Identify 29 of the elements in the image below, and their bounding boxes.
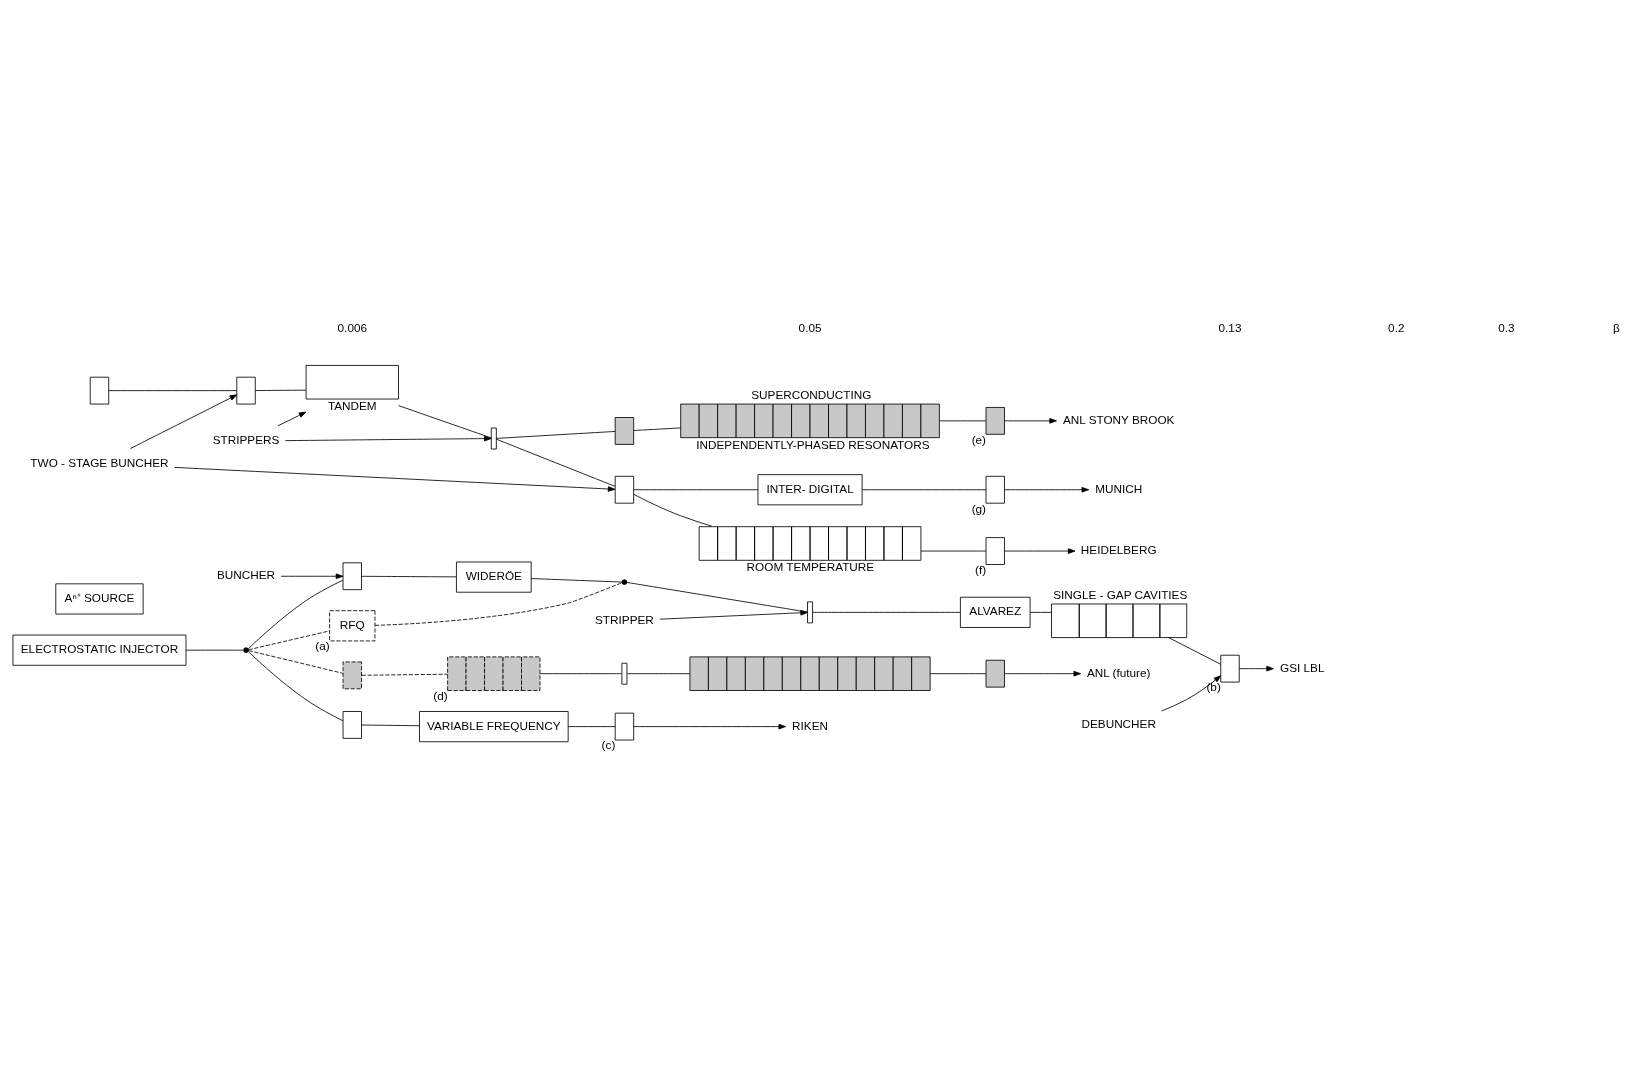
node-text: ANL (future) bbox=[1086, 665, 1151, 679]
label: 0.006 bbox=[337, 320, 367, 334]
node-text: ANL STONY BROOK bbox=[1062, 412, 1175, 426]
label: 0.3 bbox=[1498, 320, 1515, 334]
label: 0.2 bbox=[1388, 320, 1405, 334]
node-text: RIKEN bbox=[792, 718, 828, 732]
node-text: STRIPPER bbox=[595, 612, 654, 626]
node-label: (b) bbox=[1206, 679, 1221, 693]
node-text: STRIPPERS bbox=[212, 432, 280, 446]
node-text: BUNCHER bbox=[216, 567, 276, 581]
node-label: (f) bbox=[975, 562, 987, 576]
node-label: TANDEM bbox=[327, 398, 377, 412]
node-label: (g) bbox=[971, 501, 987, 515]
node-label: INDEPENDENTLY-PHASED RESONATORS bbox=[696, 437, 930, 451]
node-label: (d) bbox=[433, 688, 448, 702]
node-label: SINGLE - GAP CAVITIES bbox=[1053, 587, 1188, 601]
node-text: MUNICH bbox=[1095, 481, 1143, 495]
node-text: GSI LBL bbox=[1280, 660, 1325, 674]
node-label: (a) bbox=[315, 638, 330, 652]
node-label: SUPERCONDUCTING bbox=[751, 387, 872, 401]
node-text: HEIDELBERG bbox=[1080, 542, 1157, 556]
label: 0.05 bbox=[798, 320, 822, 334]
label: 0.13 bbox=[1218, 320, 1242, 334]
label: β bbox=[1612, 320, 1620, 334]
node-text: DEBUNCHER bbox=[1081, 716, 1156, 730]
node-text: TWO - STAGE BUNCHER bbox=[30, 455, 169, 469]
node-label: (c) bbox=[601, 737, 616, 751]
node-label: ROOM TEMPERATURE bbox=[746, 559, 875, 573]
node-label: (e) bbox=[971, 432, 987, 446]
